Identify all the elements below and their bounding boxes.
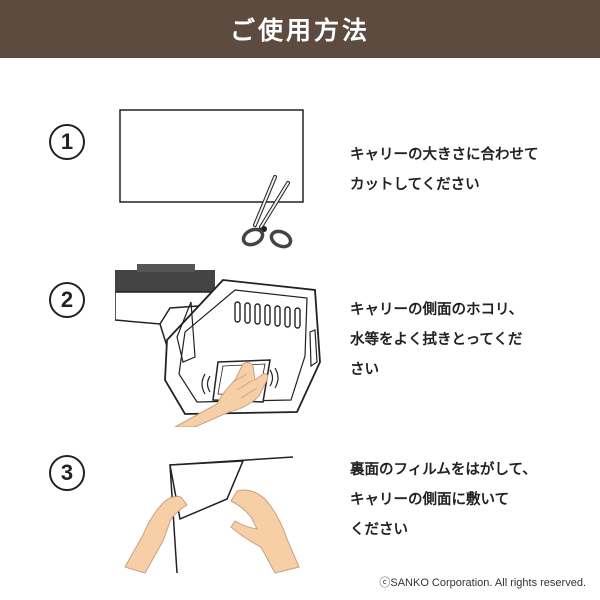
cutting-sheet: [119, 109, 304, 203]
scissors-icon: [241, 175, 293, 249]
right-hand-icon: [230, 489, 300, 574]
copyright-notice: ⓒSANKO Corporation. All rights reserved.: [379, 577, 586, 589]
header-bar: ご使用方法: [0, 0, 600, 58]
left-hand-icon: [124, 496, 188, 574]
step-1-number: 1: [49, 124, 85, 160]
page-title: ご使用方法: [229, 16, 370, 45]
film-sheet: [169, 456, 294, 574]
step-3-number: 3: [49, 455, 85, 491]
step-3-text: 裏面のフィルムをはがして、 キャリーの側面に敷いて ください: [350, 462, 537, 538]
step-2-text: キャリーの側面のホコリ、 水等をよく拭きとってくだ さい: [350, 302, 524, 378]
step-1-text: キャリーの大きさに合わせて カットしてください: [350, 147, 539, 193]
step-3-illustration: [124, 456, 300, 574]
step-2-number: 2: [49, 282, 85, 318]
step-2-illustration: [115, 264, 321, 427]
step-1-illustration: [119, 109, 304, 249]
motion-lines-icon: [201, 367, 279, 395]
hand-icon: [174, 361, 268, 427]
